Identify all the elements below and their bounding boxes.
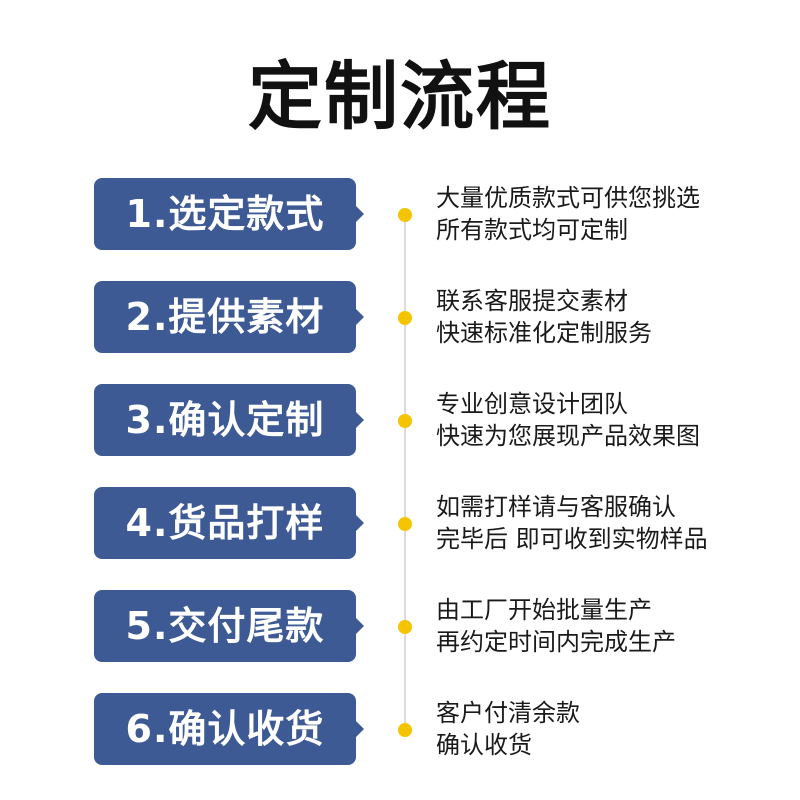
step-arrow-icon (354, 204, 364, 224)
step-description-line: 大量优质款式可供您挑选 (436, 184, 700, 212)
step-arrow-icon (354, 307, 364, 327)
step-arrow-icon (354, 513, 364, 533)
step-3: 3.确认定制 专业创意设计团队 快速为您展现产品效果图 (0, 384, 800, 456)
timeline-dot (398, 517, 412, 531)
step-description: 大量优质款式可供您挑选 所有款式均可定制 (436, 182, 776, 246)
step-4: 4.货品打样 如需打样请与客服确认 完毕后 即可收到实物样品 (0, 487, 800, 559)
step-description-line: 快速标准化定制服务 (436, 319, 652, 347)
step-description: 由工厂开始批量生产 再约定时间内完成生产 (436, 594, 776, 658)
step-description-line: 如需打样请与客服确认 (436, 493, 676, 521)
step-arrow-icon (354, 616, 364, 636)
step-description-line: 完毕后 即可收到实物样品 (436, 525, 708, 553)
step-label-box: 4.货品打样 (94, 487, 356, 559)
step-description-line: 所有款式均可定制 (436, 216, 628, 244)
timeline-dot (398, 620, 412, 634)
timeline-dot (398, 414, 412, 428)
page-title: 定制流程 (248, 54, 552, 140)
timeline-line (404, 214, 406, 736)
step-description: 专业创意设计团队 快速为您展现产品效果图 (436, 388, 776, 452)
step-description-line: 客户付清余款 (436, 699, 580, 727)
step-description: 客户付清余款 确认收货 (436, 697, 776, 761)
step-description-line: 确认收货 (436, 731, 532, 759)
step-label-box: 6.确认收货 (94, 693, 356, 765)
step-description: 如需打样请与客服确认 完毕后 即可收到实物样品 (436, 491, 776, 555)
step-label-box: 3.确认定制 (94, 384, 356, 456)
step-5: 5.交付尾款 由工厂开始批量生产 再约定时间内完成生产 (0, 590, 800, 662)
step-arrow-icon (354, 410, 364, 430)
step-description-line: 联系客服提交素材 (436, 287, 628, 315)
step-label-box: 2.提供素材 (94, 281, 356, 353)
step-arrow-icon (354, 719, 364, 739)
step-label-box: 1.选定款式 (94, 178, 356, 250)
step-description: 联系客服提交素材 快速标准化定制服务 (436, 285, 776, 349)
step-label-box: 5.交付尾款 (94, 590, 356, 662)
step-description-line: 再约定时间内完成生产 (436, 628, 676, 656)
step-description-line: 快速为您展现产品效果图 (436, 422, 700, 450)
step-description-line: 由工厂开始批量生产 (436, 596, 652, 624)
step-6: 6.确认收货 客户付清余款 确认收货 (0, 693, 800, 765)
step-2: 2.提供素材 联系客服提交素材 快速标准化定制服务 (0, 281, 800, 353)
timeline-dot (398, 208, 412, 222)
timeline-dot (398, 311, 412, 325)
step-1: 1.选定款式 大量优质款式可供您挑选 所有款式均可定制 (0, 178, 800, 250)
step-description-line: 专业创意设计团队 (436, 390, 628, 418)
timeline-dot (398, 723, 412, 737)
